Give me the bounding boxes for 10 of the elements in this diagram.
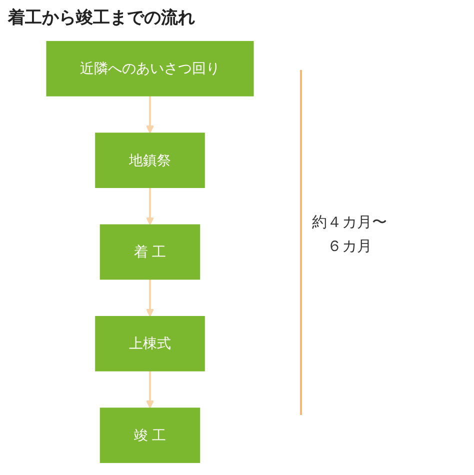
node-box: 上棟式 [95, 316, 205, 372]
node-box: 近隣へのあいさつ回り [46, 40, 254, 96]
arrow [146, 279, 154, 317]
arrow [146, 96, 154, 134]
arrow [146, 188, 154, 226]
node-box: 竣 工 [100, 408, 200, 464]
node-box: 地鎮祭 [95, 132, 205, 188]
diagram-title: 着工から竣工までの流れ [8, 7, 195, 29]
node-box: 着 工 [100, 224, 200, 280]
arrow [146, 370, 154, 408]
